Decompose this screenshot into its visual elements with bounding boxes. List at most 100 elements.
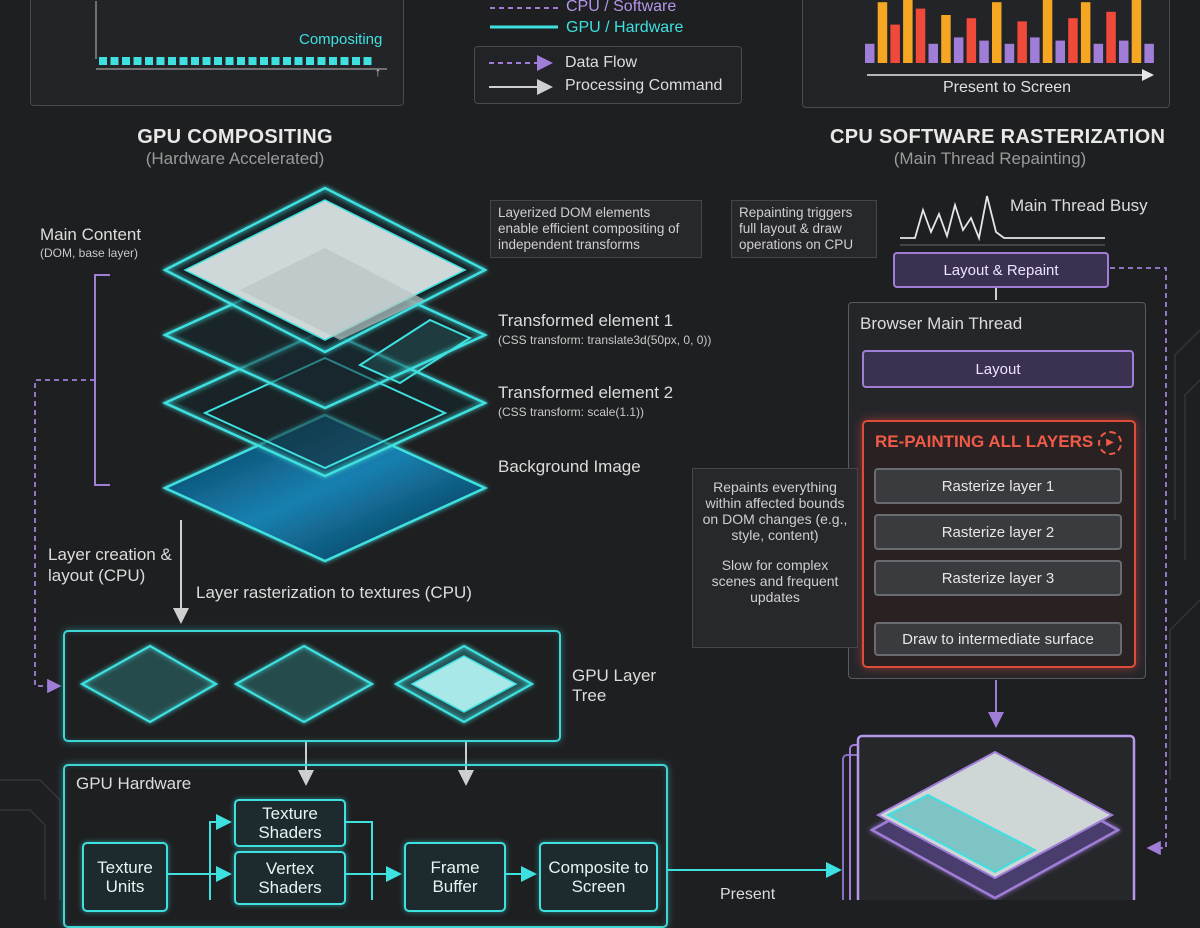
present-frame-bar	[1119, 40, 1129, 63]
compositing-frame-bar	[191, 57, 199, 65]
compositing-frame-bar	[237, 57, 245, 65]
gpu-hardware-label: GPU Hardware	[76, 774, 192, 793]
compositing-frame-bar	[352, 57, 360, 65]
rasterize-layer-1-box: Rasterize layer 1	[874, 468, 1122, 504]
compositing-frame-bar	[283, 57, 291, 65]
present-frame-bar	[1131, 0, 1142, 63]
browser-main-thread-label: Browser Main Thread	[860, 314, 1023, 333]
present-timing-chart	[865, 0, 1154, 81]
compositing-frame-bar	[168, 57, 176, 65]
frame-buffer-box: Frame Buffer	[404, 842, 506, 912]
present-frame-bar	[928, 43, 938, 63]
draw-intermediate-box: Draw to intermediate surface	[874, 622, 1122, 656]
present-frame-bar	[992, 2, 1002, 63]
compositing-frame-bar	[248, 57, 257, 65]
present-frame-bar	[979, 40, 989, 63]
legend-cpu-software: CPU / Software	[566, 0, 677, 15]
transformed-element-1-sublabel: (CSS transform: translate3d(50px, 0, 0))	[498, 333, 712, 347]
layer-rasterization-label: Layer rasterization to textures (CPU)	[196, 583, 472, 602]
present-frame-bar	[915, 8, 926, 64]
repainting-all-layers-label: RE-PAINTING ALL LAYERS	[875, 432, 1094, 451]
main-content-label: Main Content	[40, 225, 142, 244]
present-to-screen-label: Present to Screen	[943, 79, 1072, 96]
compositing-timing-panel: Compositing ↑	[30, 0, 404, 106]
compositing-label: Compositing	[299, 31, 383, 48]
rasterize-layer-3-box: Rasterize layer 3	[874, 560, 1122, 596]
compositing-frame-bar	[202, 57, 211, 65]
present-frame-bar	[903, 0, 913, 63]
present-frame-bar	[966, 18, 977, 63]
gpu-layer-tree-label: GPU Layer Tree	[572, 666, 657, 705]
circuit-decoration	[0, 329, 1200, 900]
gpu-section-subtitle: (Hardware Accelerated)	[145, 149, 325, 168]
compositing-frame-bar	[329, 57, 337, 65]
gpu-section-header: GPU COMPOSITING (Hardware Accelerated)	[90, 126, 380, 169]
compositing-frame-bar	[260, 57, 268, 65]
legend-gpu-hardware: GPU / Hardware	[566, 19, 684, 36]
connector-layer	[0, 186, 1200, 900]
texture-units-box: Texture Units	[82, 842, 168, 912]
compositing-frame-bar	[145, 57, 153, 65]
transformed-element-2-label: Transformed element 2	[498, 383, 674, 402]
arrow-up-icon: ↑	[375, 65, 381, 79]
compositing-frame-bar	[110, 57, 119, 65]
present-frame-bar	[1106, 11, 1116, 63]
compositing-frame-bar	[122, 57, 130, 65]
present-frame-bar	[890, 24, 900, 63]
main-thread-busy-label: Main Thread Busy	[1010, 196, 1148, 215]
cpu-section-title: CPU SOFTWARE RASTERIZATION	[830, 126, 1166, 148]
legend-arrow-box: Data Flow Processing Command	[474, 46, 742, 104]
present-frame-bar	[1042, 0, 1053, 63]
legend-lines	[490, 7, 558, 29]
present-frame-bar	[1093, 43, 1104, 63]
present-frame-bar	[1144, 43, 1154, 63]
compositing-frame-bar	[271, 57, 280, 65]
compositing-frame-bar	[294, 57, 303, 65]
background-image-layer	[161, 413, 489, 563]
repainting-triggers-note: Repainting triggers full layout & draw o…	[731, 200, 877, 258]
present-timing-panel: Present to Screen	[802, 0, 1170, 108]
layout-repaint-box: Layout & Repaint	[893, 252, 1109, 288]
layerized-note: Layerized DOM elements enable efficient …	[490, 200, 702, 258]
compositing-frame-bar	[363, 57, 372, 65]
compositing-timing-chart	[95, 1, 387, 70]
present-frame-bar	[865, 43, 875, 63]
present-frame-bar	[1068, 18, 1078, 63]
background-image-label: Background Image	[498, 457, 641, 476]
repaint-cycle-icon: ▶	[1098, 431, 1122, 455]
present-frame-bar	[941, 15, 951, 63]
main-content-sublabel: (DOM, base layer)	[40, 246, 139, 260]
compositing-frame-bar	[133, 57, 142, 65]
present-frame-bar	[1080, 2, 1091, 63]
present-frame-bar	[1030, 37, 1040, 63]
legend: CPU / Software GPU / Hardware Data Flow …	[474, 0, 744, 104]
compositing-frame-bar	[179, 57, 188, 65]
layer-creation-label: Layer creation & layout (CPU)	[48, 545, 172, 585]
vertex-shaders-box: Vertex Shaders	[234, 851, 346, 905]
present-label: Present	[720, 886, 776, 903]
present-frame-bar	[1017, 21, 1027, 63]
present-frame-bar	[1055, 40, 1065, 63]
present-frame-bar	[953, 37, 964, 63]
compositing-frame-bar	[317, 57, 326, 65]
legend-data-flow: Data Flow	[565, 54, 638, 71]
compositing-frame-bar	[156, 57, 165, 65]
repaints-everything-note: Repaints everything within affected boun…	[692, 468, 858, 648]
legend-processing-command: Processing Command	[565, 77, 723, 94]
compositing-frame-bar	[306, 57, 314, 65]
compositing-frame-bar	[340, 57, 349, 65]
cpu-section-subtitle: (Main Thread Repainting)	[893, 149, 1087, 168]
rasterize-layer-2-box: Rasterize layer 2	[874, 514, 1122, 550]
cpu-section-header: CPU SOFTWARE RASTERIZATION (Main Thread …	[830, 126, 1166, 169]
present-frame-bar	[877, 2, 888, 63]
texture-shaders-box: Texture Shaders	[234, 799, 346, 847]
gpu-section-title: GPU COMPOSITING	[137, 126, 333, 148]
composite-to-screen-box: Composite to Screen	[539, 842, 658, 912]
compositing-frame-bar	[99, 57, 107, 65]
compositing-frame-bar	[214, 57, 222, 65]
transformed-element-1-label: Transformed element 1	[498, 311, 674, 330]
transformed-element-2-sublabel: (CSS transform: scale(1.1))	[498, 405, 645, 419]
layout-box: Layout	[862, 350, 1134, 388]
present-frame-bar	[1004, 43, 1015, 63]
gpu-layer-tree-frame	[63, 630, 561, 742]
